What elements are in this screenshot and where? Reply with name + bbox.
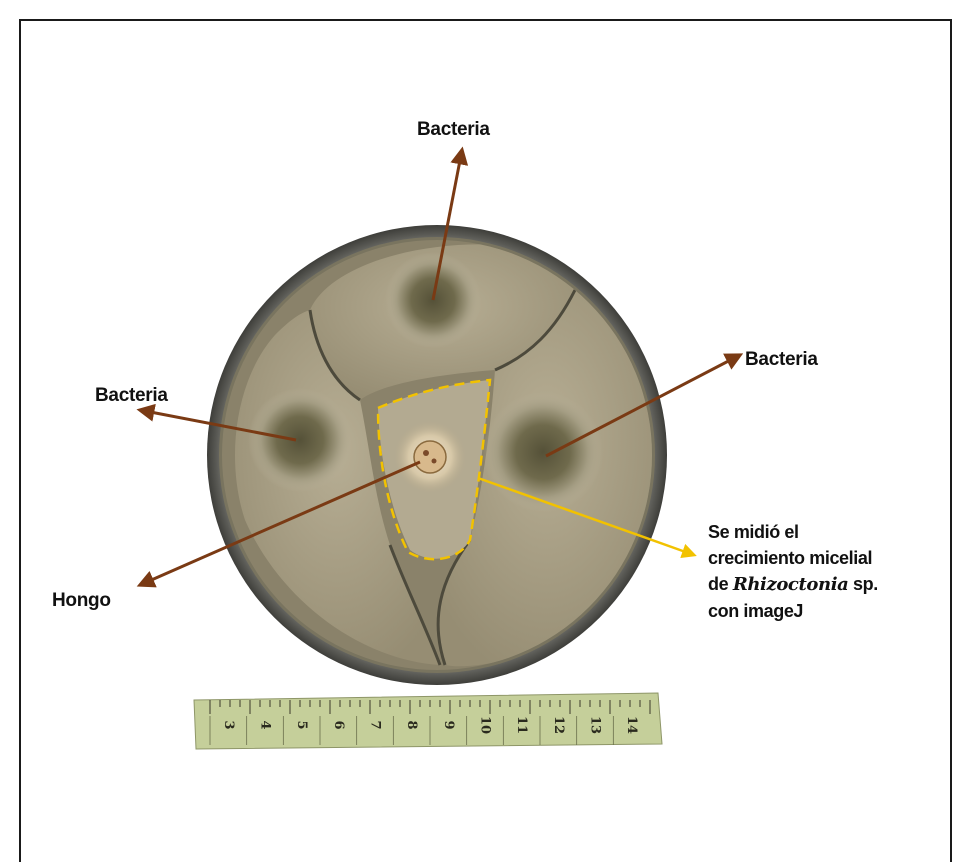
note-line-1: Se midió el — [708, 519, 878, 545]
ruler-number: 10 — [478, 716, 493, 734]
ruler-number: 8 — [404, 720, 419, 729]
ruler-number: 5 — [294, 720, 309, 729]
label-bacteria-top: Bacteria — [417, 118, 490, 142]
note-line-3: de Rhizoctonia sp. — [708, 571, 878, 598]
note-genus: Rhizoctonia — [733, 574, 849, 595]
label-hongo: Hongo — [52, 589, 111, 613]
ruler-number: 14 — [624, 716, 639, 734]
ruler-number: 12 — [551, 716, 566, 734]
note-line-2: crecimiento micelial — [708, 545, 878, 571]
ruler-number: 6 — [331, 720, 346, 729]
ruler-number: 3 — [221, 720, 236, 729]
ruler-number: 13 — [588, 716, 603, 734]
ruler-number: 7 — [368, 720, 383, 729]
label-bacteria-right: Bacteria — [745, 348, 818, 372]
label-bacteria-left: Bacteria — [95, 384, 168, 408]
ruler-number: 9 — [441, 720, 456, 729]
ruler-number: 11 — [514, 716, 529, 734]
measurement-note: Se midió el crecimiento micelial de Rhiz… — [708, 519, 878, 624]
ruler-number: 4 — [258, 720, 273, 729]
note-prefix: de — [708, 574, 733, 594]
bacteria-colony-left — [248, 388, 352, 492]
agar-plate — [200, 220, 680, 700]
bacteria-colony-right — [483, 392, 603, 512]
note-suffix: sp. — [848, 574, 877, 594]
note-line-4: con imageJ — [708, 598, 878, 624]
ruler: 3 4 5 6 7 8 9 10 11 12 13 14 — [194, 693, 662, 749]
